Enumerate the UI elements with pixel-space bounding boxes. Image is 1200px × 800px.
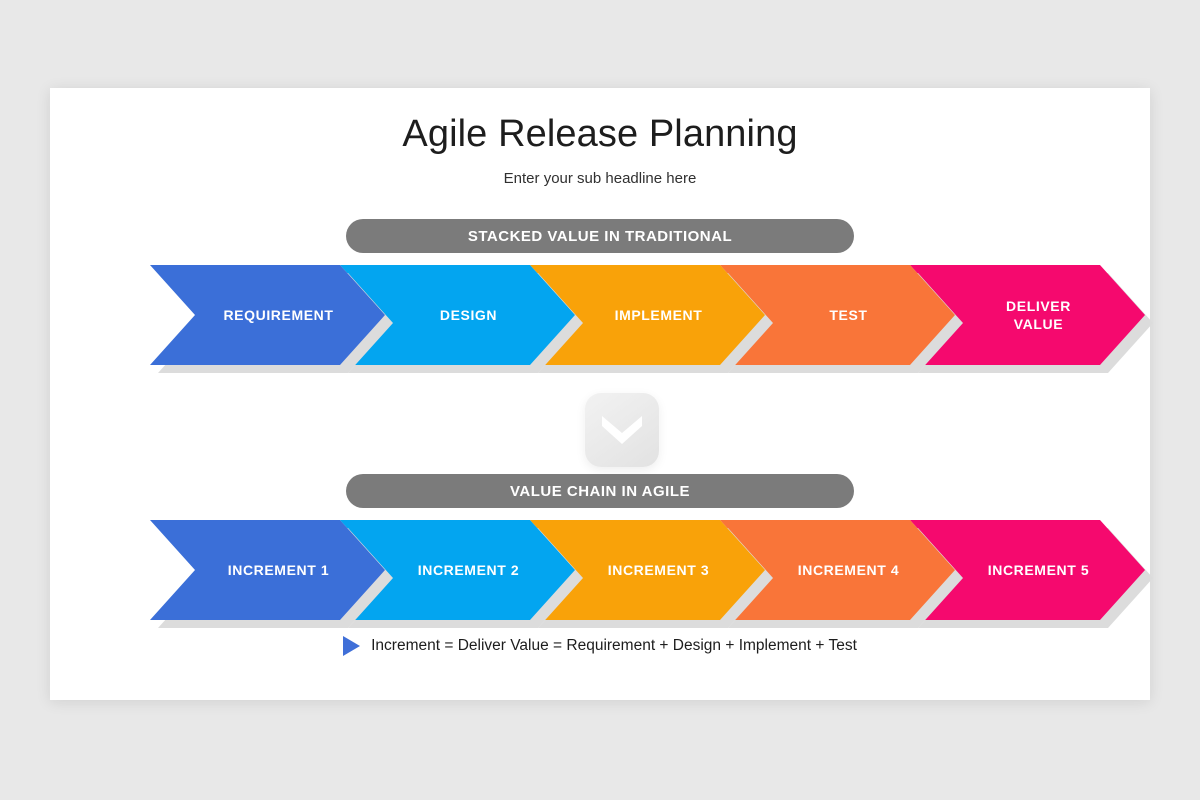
chevron-step-label: INCREMENT 3 [607, 562, 710, 578]
page-subtitle: Enter your sub headline here [503, 170, 697, 187]
triangle-right-icon [343, 636, 361, 656]
chevron-step-label: TEST [829, 307, 868, 323]
chevron-step-label: REQUIREMENT [223, 307, 334, 323]
chevron-step-label: INCREMENT 1 [227, 562, 330, 578]
page-title: Agile Release Planning [402, 113, 798, 155]
chevron-row-value-chain-in-agile: INCREMENT 1 INCREMENT 2 INCREMENT 3 INCREME… [50, 511, 1150, 636]
down-arrow-button[interactable] [585, 393, 659, 467]
chevron-row-stacked-value-in-traditional: REQUIREMENT DESIGN IMPLEMENT TEST DELIVER VA… [50, 256, 1150, 381]
chevron-step-3[interactable]: INCREMENT 3 [530, 520, 765, 620]
slide-card: Agile Release Planning Enter your sub he… [50, 88, 1150, 700]
chevron-step-3[interactable]: IMPLEMENT [530, 265, 765, 365]
chevron-step-label: INCREMENT 5 [987, 562, 1090, 578]
banner-value-chain-in-agile: VALUE CHAIN IN AGILE [346, 474, 854, 508]
chevron-step-label: INCREMENT 2 [417, 562, 520, 578]
chevron-step-label: IMPLEMENT [614, 307, 703, 323]
chevron-step-label: INCREMENT 4 [797, 562, 900, 578]
footer-note: Increment = Deliver Value = Requirement … [50, 636, 1150, 656]
chevron-step-1[interactable]: REQUIREMENT [150, 265, 385, 365]
chevron-step-1[interactable]: INCREMENT 1 [150, 520, 385, 620]
chevron-step-label: DESIGN [439, 307, 498, 323]
chevron-down-icon [599, 413, 645, 447]
chevron-step-label: DELIVER VALUE [1006, 298, 1071, 332]
chevron-step-2[interactable]: DESIGN [340, 265, 575, 365]
banner-stacked-value-in-traditional: STACKED VALUE IN TRADITIONAL [346, 219, 854, 253]
footer-note-text: Increment = Deliver Value = Requirement … [371, 637, 857, 654]
